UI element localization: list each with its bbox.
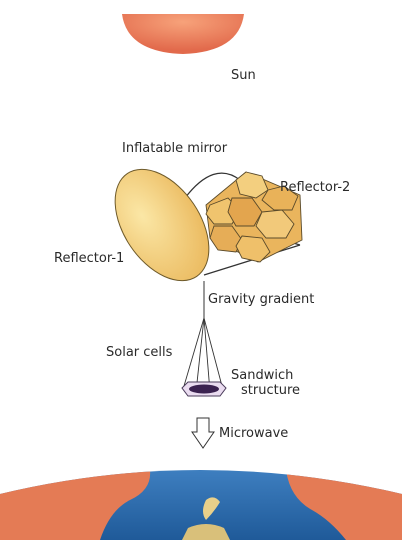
microwave-arrow xyxy=(192,418,214,448)
reflector-2-label: Reflector-2 xyxy=(280,180,350,195)
sun-shape xyxy=(122,14,244,54)
earth xyxy=(0,440,402,540)
reflector-1-label: Reflector-1 xyxy=(54,251,124,266)
sandwich-label-2: structure xyxy=(241,383,300,398)
gravity-gradient-label: Gravity gradient xyxy=(208,292,314,307)
tether-cone xyxy=(184,318,222,392)
solar-cells xyxy=(189,385,219,394)
inflatable-mirror-label: Inflatable mirror xyxy=(122,141,228,156)
microwave-label: Microwave xyxy=(219,426,288,441)
sandwich-label-1: Sandwich xyxy=(231,368,293,383)
sun-label: Sun xyxy=(231,68,256,83)
solar-cells-label: Solar cells xyxy=(106,345,173,360)
